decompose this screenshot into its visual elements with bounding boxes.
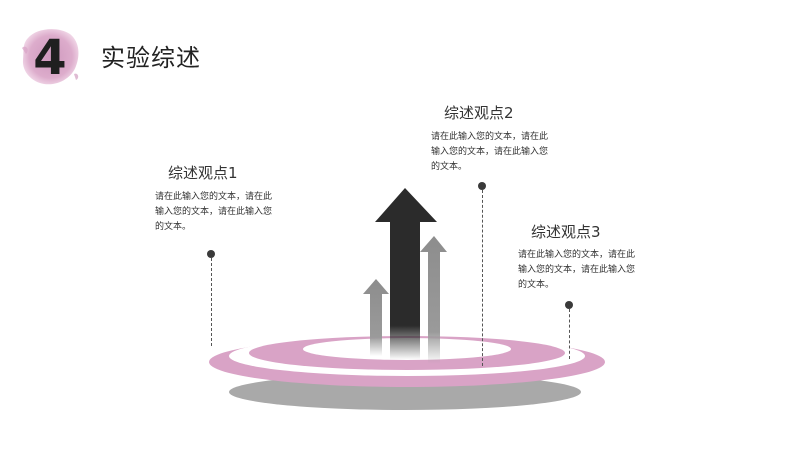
small-left-arrow xyxy=(363,279,389,356)
point-1-dot xyxy=(207,250,215,258)
watercolor-splash-icon xyxy=(22,29,79,85)
point-3-text: 请在此输入您的文本，请在此输入您的文本，请在此输入您的文本。 xyxy=(518,250,636,290)
point-3-title: 综述观点3 xyxy=(531,223,601,241)
point-3-leader-line xyxy=(569,309,570,359)
section-number: 4 xyxy=(33,30,67,86)
point-1-title: 综述观点1 xyxy=(168,164,238,182)
point-2-leader-line xyxy=(482,190,483,366)
section-badge: 4 xyxy=(18,24,82,88)
large-center-arrow xyxy=(375,188,437,360)
page-title: 实验综述 xyxy=(101,44,201,72)
point-1-text: 请在此输入您的文本，请在此输入您的文本，请在此输入您的文本。 xyxy=(155,192,273,232)
point-3-dot xyxy=(565,301,573,309)
point-1-leader-line xyxy=(211,258,212,346)
point-2-title: 综述观点2 xyxy=(444,104,514,122)
point-2-dot xyxy=(478,182,486,190)
medium-right-arrow xyxy=(420,236,447,364)
point-2-text: 请在此输入您的文本，请在此输入您的文本，请在此输入您的文本。 xyxy=(431,132,549,172)
